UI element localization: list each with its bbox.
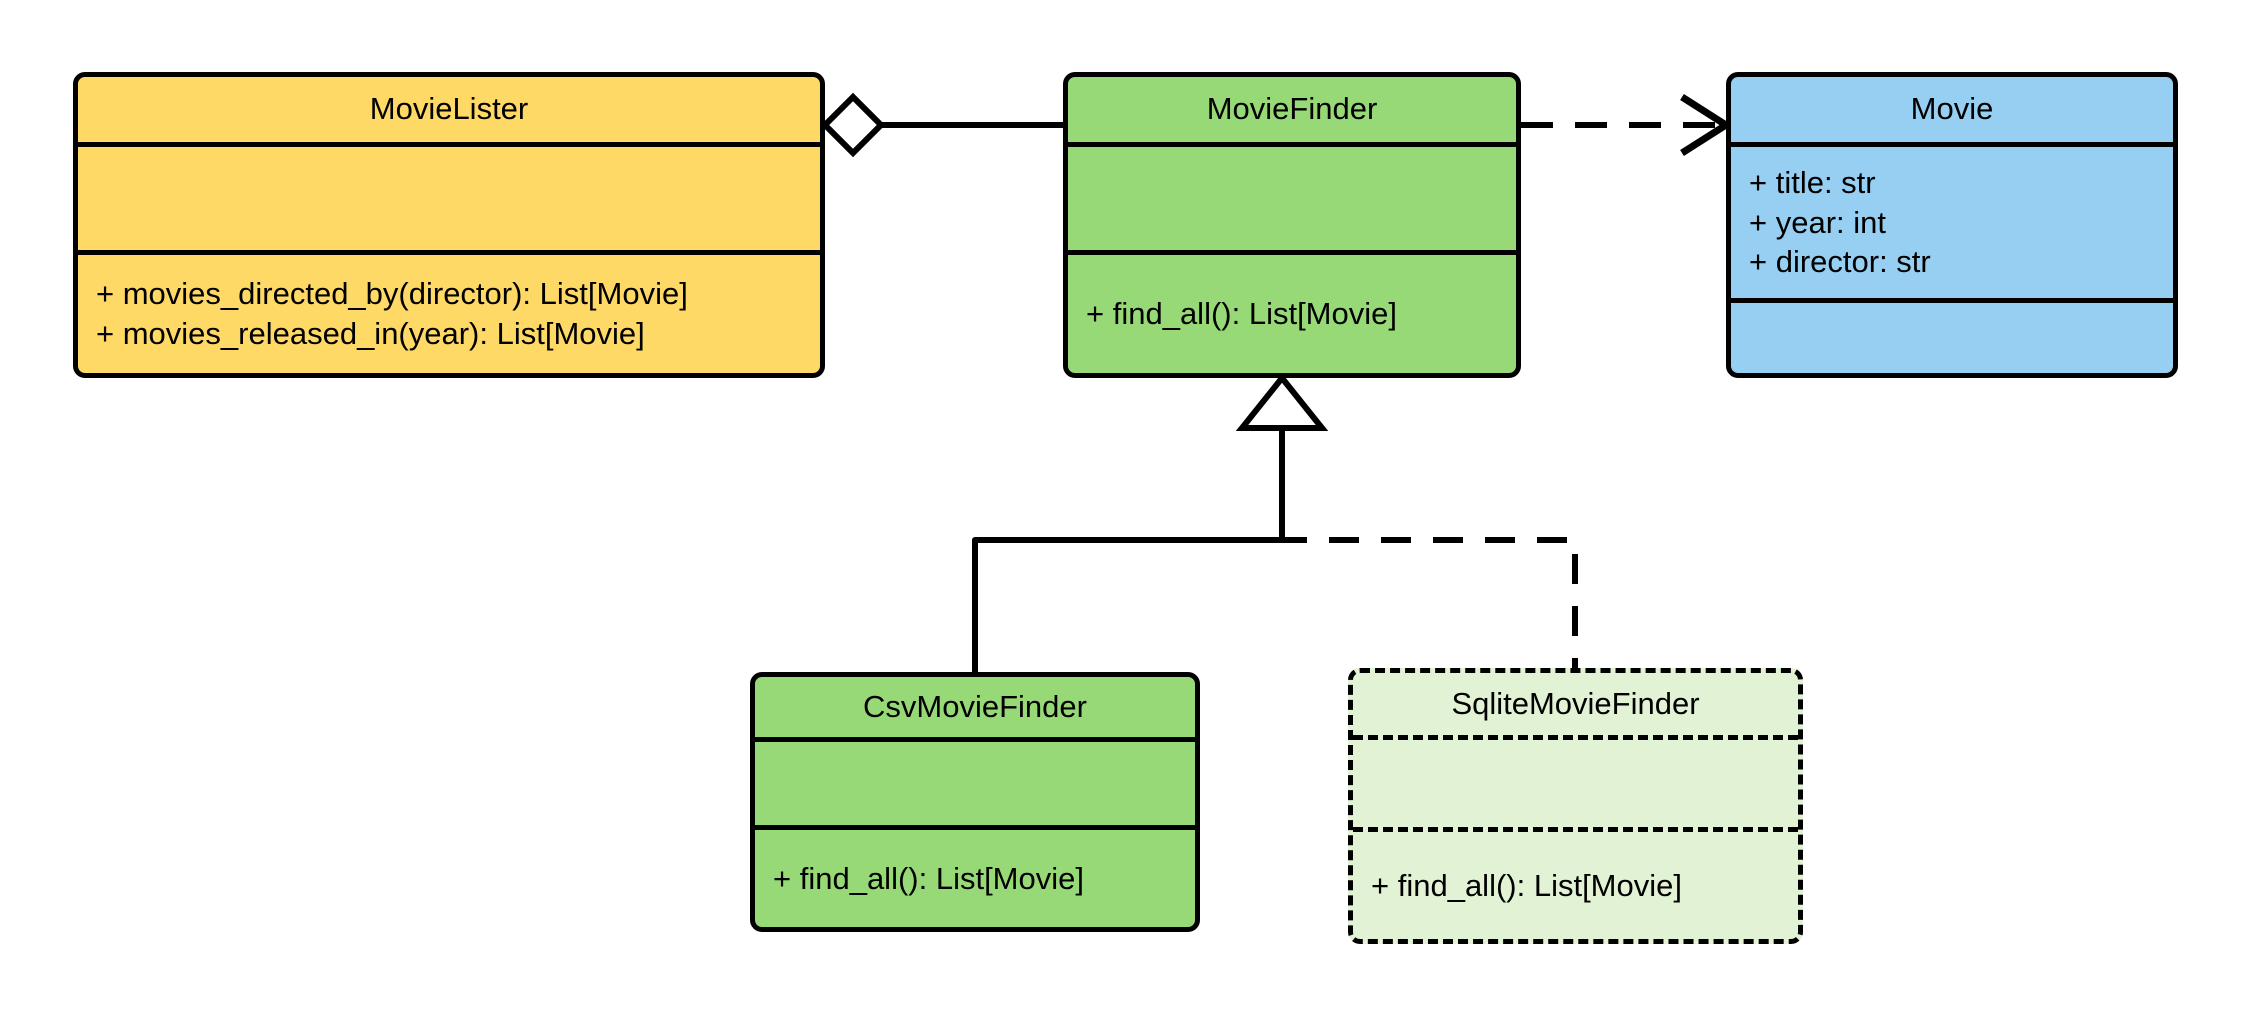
class-attributes-compartment-movielister: [78, 142, 820, 250]
class-name-movie: Movie: [1910, 91, 1994, 127]
class-attributes-compartment-csvmoviefinder: [755, 737, 1195, 825]
class-methods-compartment-sqlitemoviefinder: + find_all(): List[Movie]: [1353, 827, 1798, 939]
class-name-csvmoviefinder: CsvMovieFinder: [863, 688, 1087, 724]
dependency-open-arrowhead: [1680, 94, 1733, 156]
class-box-movie[interactable]: Movie + title: str + year: int + directo…: [1726, 72, 2178, 378]
class-method-item: + movies_released_in(year): List[Movie]: [96, 316, 645, 351]
class-name-moviefinder: MovieFinder: [1206, 91, 1378, 127]
class-name-movielister: MovieLister: [369, 91, 529, 127]
class-box-csvmoviefinder[interactable]: CsvMovieFinder + find_all(): List[Movie]: [750, 672, 1200, 932]
class-name-compartment-movie: Movie: [1731, 77, 2173, 142]
class-name-sqlitemoviefinder: SqliteMovieFinder: [1451, 685, 1700, 721]
class-method-item: + find_all(): List[Movie]: [1371, 867, 1682, 903]
class-attributes-compartment-moviefinder: [1068, 142, 1516, 250]
class-box-sqlitemoviefinder[interactable]: SqliteMovieFinder + find_all(): List[Mov…: [1348, 668, 1803, 944]
generalization-hollow-triangle: [1235, 373, 1329, 431]
class-name-compartment-movielister: MovieLister: [78, 77, 820, 142]
class-box-movielister[interactable]: MovieLister + movies_directed_by(directo…: [73, 72, 825, 378]
class-name-compartment-csvmoviefinder: CsvMovieFinder: [755, 677, 1195, 737]
class-methods-compartment-csvmoviefinder: + find_all(): List[Movie]: [755, 825, 1195, 927]
relationship-aggregation-movielister-moviefinder: [820, 92, 1063, 158]
class-attributes-compartment-movie: + title: str + year: int + director: str: [1731, 142, 2173, 298]
class-methods-compartment-movielister: + movies_directed_by(director): List[Mov…: [78, 250, 820, 373]
class-name-compartment-sqlitemoviefinder: SqliteMovieFinder: [1353, 673, 1798, 735]
class-methods-compartment-moviefinder: + find_all(): List[Movie]: [1068, 250, 1516, 373]
class-attribute-item: + director: str: [1749, 244, 1931, 280]
class-attributes-compartment-sqlitemoviefinder: [1353, 735, 1798, 827]
class-attribute-item: + title: str: [1749, 164, 1876, 200]
class-attribute-item: + year: int: [1749, 204, 1886, 240]
class-method-item: + find_all(): List[Movie]: [773, 860, 1084, 896]
class-methods-compartment-movie: [1731, 298, 2173, 373]
class-method-item: + movies_directed_by(director): List[Mov…: [96, 276, 688, 312]
class-name-compartment-moviefinder: MovieFinder: [1068, 77, 1516, 142]
class-method-item: + find_all(): List[Movie]: [1086, 296, 1397, 332]
aggregation-hollow-diamond: [820, 92, 886, 158]
class-box-moviefinder[interactable]: MovieFinder + find_all(): List[Movie]: [1063, 72, 1521, 378]
relationship-dependency-moviefinder-movie: [1521, 94, 1733, 156]
